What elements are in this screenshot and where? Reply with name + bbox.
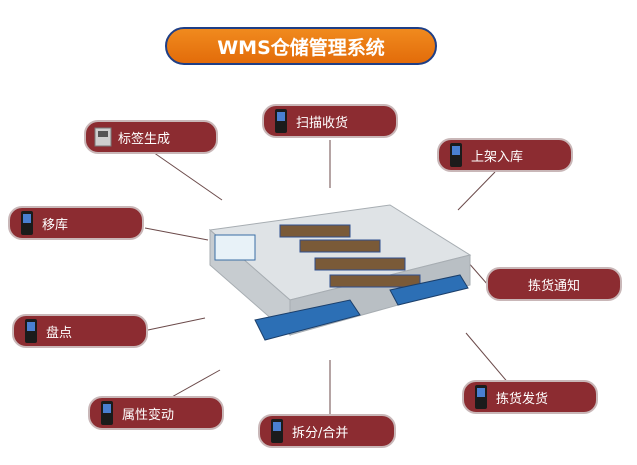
handheld-scanner-icon — [271, 419, 283, 443]
node-inventory[interactable]: 盘点 — [12, 314, 148, 348]
node-pick-notice[interactable]: 拣货通知 — [486, 267, 622, 301]
line-move — [144, 227, 209, 241]
node-scan-receive[interactable]: 扫描收货 — [262, 104, 398, 138]
line-pick-ship — [465, 332, 511, 386]
node-scan-receive-label: 扫描收货 — [296, 115, 349, 131]
node-shelving[interactable]: 上架入库 — [437, 138, 573, 172]
truck-left-icon — [254, 299, 361, 341]
warehouse-illustration — [208, 204, 472, 341]
node-split-merge[interactable]: 拆分/合并 — [258, 414, 396, 448]
node-label-generate[interactable]: 标签生成 — [84, 120, 218, 154]
page-title: WMS仓储管理系统 — [165, 27, 437, 65]
line-attr-change — [169, 369, 221, 399]
truck-right-icon — [389, 274, 469, 306]
line-label-generate — [149, 149, 223, 201]
node-split-merge-label: 拆分/合并 — [292, 425, 349, 441]
node-move[interactable]: 移库 — [8, 206, 144, 240]
node-attr-change-label: 属性变动 — [122, 407, 175, 423]
handheld-scanner-icon — [21, 211, 33, 235]
node-pick-ship[interactable]: 拣货发货 — [462, 380, 598, 414]
label-printer-icon — [94, 127, 112, 147]
handheld-scanner-icon — [101, 401, 113, 425]
handheld-scanner-icon — [25, 319, 37, 343]
handheld-scanner-icon — [275, 109, 287, 133]
node-pick-ship-label: 拣货发货 — [496, 391, 549, 407]
line-shelving — [457, 171, 496, 211]
node-attr-change[interactable]: 属性变动 — [88, 396, 224, 430]
node-label-generate-label: 标签生成 — [118, 131, 171, 147]
handheld-scanner-icon — [450, 143, 462, 167]
node-pick-notice-label: 拣货通知 — [528, 278, 581, 294]
line-inventory — [147, 317, 206, 331]
node-shelving-label: 上架入库 — [471, 149, 524, 165]
node-inventory-label: 盘点 — [46, 325, 73, 341]
node-move-label: 移库 — [42, 217, 69, 233]
monitor-icon — [214, 234, 256, 261]
page-title-text: WMS仓储管理系统 — [217, 36, 385, 59]
handheld-scanner-icon — [475, 385, 487, 409]
